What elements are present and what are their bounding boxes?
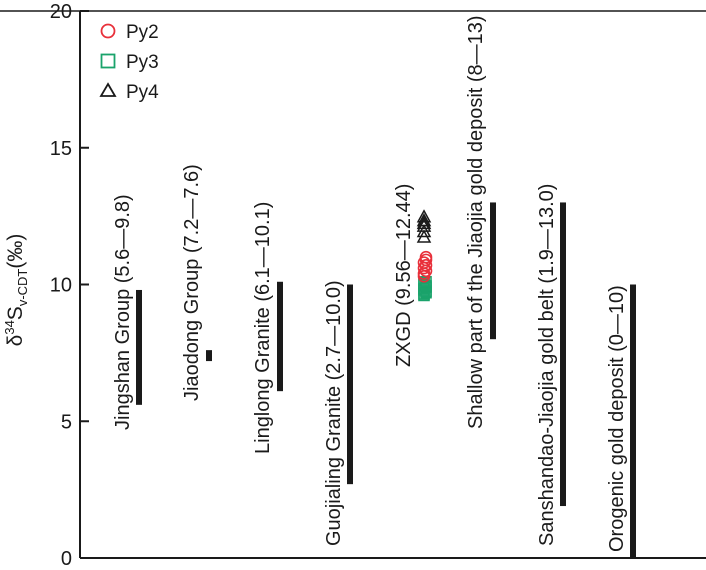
py2-point bbox=[419, 259, 433, 272]
range-bar-6 bbox=[490, 202, 496, 340]
range-label-8: Orogenic gold deposit (0—10) bbox=[606, 285, 628, 552]
y-tick-label-15: 15 bbox=[50, 138, 72, 160]
y-axis-title-unit: (‰) bbox=[4, 234, 27, 269]
y-axis-title-main: S bbox=[4, 306, 27, 320]
range-bars bbox=[136, 202, 636, 558]
range-labels: Jingshan Group (5.6—9.8) Jiaodong Group (… bbox=[112, 15, 628, 552]
range-label-4: Guojialing Granite (2.7—10.0) bbox=[323, 280, 345, 546]
y-axis-title: δ34Sv-CDT(‰) bbox=[2, 234, 30, 347]
range-bar-4 bbox=[347, 284, 353, 485]
y-axis-title-subscript: v-CDT bbox=[15, 269, 30, 307]
range-label-2: Jiaodong Group (7.2—7.6) bbox=[181, 164, 203, 401]
y-axis-title-delta: δ bbox=[4, 335, 27, 347]
range-bar-7 bbox=[560, 202, 566, 507]
y-tick-label-20: 20 bbox=[50, 1, 72, 23]
py4-point bbox=[416, 215, 432, 230]
y-ticks: 0 5 10 15 20 bbox=[50, 1, 89, 570]
legend-label-py4: Py4 bbox=[126, 82, 159, 103]
y-tick-label-0: 0 bbox=[61, 548, 72, 570]
range-label-6: Shallow part of the Jiaojia gold deposit… bbox=[465, 15, 487, 429]
py4-point bbox=[416, 213, 432, 227]
range-bar-2 bbox=[206, 350, 212, 362]
y-tick-label-10: 10 bbox=[50, 275, 72, 297]
legend-marker-py4 bbox=[99, 82, 117, 97]
range-label-3: Linglong Granite (6.1—10.1) bbox=[252, 202, 274, 454]
range-bar-1 bbox=[136, 289, 142, 405]
range-bar-8 bbox=[630, 284, 636, 558]
y-tick-label-5: 5 bbox=[61, 411, 72, 433]
legend-marker-py3 bbox=[100, 53, 116, 69]
range-bar-3 bbox=[277, 281, 283, 392]
isotope-points bbox=[416, 209, 433, 302]
range-label-1: Jingshan Group (5.6—9.8) bbox=[112, 194, 134, 430]
y-axis-title-superscript: 34 bbox=[2, 320, 17, 334]
py3-point bbox=[418, 277, 430, 289]
legend: Py2 Py3 Py4 bbox=[99, 22, 159, 103]
legend-label-py2: Py2 bbox=[126, 22, 159, 43]
py4-point bbox=[416, 209, 432, 223]
py2-point bbox=[417, 267, 431, 280]
range-label-7: Sanshandao-Jiaojia gold belt (1.9—13.0) bbox=[536, 184, 558, 546]
range-label-5: ZXGD (9.56—12.44) bbox=[393, 184, 415, 367]
py2-point bbox=[419, 253, 433, 267]
legend-marker-py2 bbox=[100, 23, 116, 39]
legend-label-py3: Py3 bbox=[126, 52, 159, 73]
